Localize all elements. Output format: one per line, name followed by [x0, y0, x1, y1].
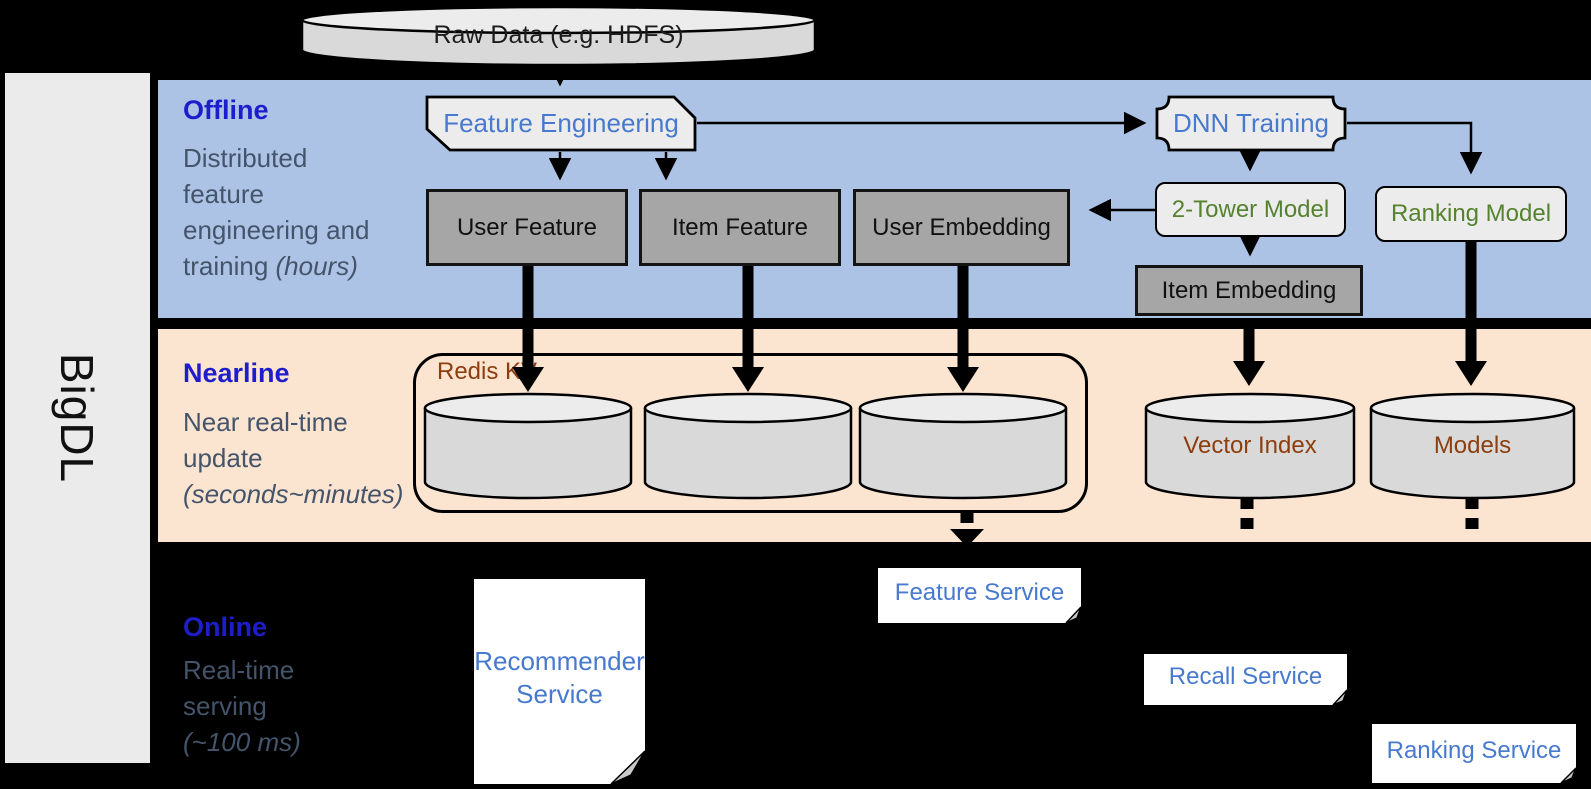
item-embedding-node: Item Embedding: [1135, 265, 1363, 316]
offline-desc-line1: Distributed: [183, 143, 308, 173]
arrow-dnn-to-ranking-model: [1347, 121, 1483, 175]
redis-cylinder-1: [423, 392, 633, 500]
online-desc-line3: (~100 ms): [183, 727, 301, 757]
nearline-desc-line3: (seconds~minutes): [183, 479, 404, 509]
feature-service-document: [878, 568, 1082, 624]
offline-lane-description: Distributed feature engineering and trai…: [183, 140, 370, 284]
online-desc-line2: serving: [183, 691, 267, 721]
pipe-arrowhead: [950, 529, 984, 547]
nearline-lane-label: Nearline: [183, 358, 290, 388]
offline-desc-line2: feature: [183, 179, 264, 209]
dnn-training-node: [1155, 95, 1347, 152]
ranking-model-node: Ranking Model: [1375, 186, 1567, 242]
pipe-arrowhead: [732, 367, 764, 392]
nearline-desc-line1: Near real-time: [183, 407, 348, 437]
redis-cylinder-2: [643, 392, 853, 500]
user-feature-node: User Feature: [426, 189, 628, 266]
user-embedding-node: User Embedding: [853, 189, 1070, 266]
pipe-arrowhead: [1455, 361, 1487, 386]
recall-service-document: [1144, 654, 1348, 706]
offline-desc-line4: training (hours): [183, 251, 358, 281]
offline-lane-label: Offline: [183, 95, 269, 125]
online-lane-description: Real-time serving (~100 ms): [183, 652, 301, 760]
models-cylinder: [1369, 392, 1576, 500]
ranking-service-document: [1372, 724, 1577, 784]
nearline-desc-line2: update: [183, 443, 263, 473]
two-tower-model-node: 2-Tower Model: [1155, 182, 1346, 237]
redis-cylinder-3: [858, 392, 1068, 500]
item-feature-node: Item Feature: [639, 189, 841, 266]
feature-engineering-node: [425, 95, 697, 152]
vector-index-cylinder: [1144, 392, 1356, 500]
recommender-service-document: [474, 579, 646, 785]
pipe-arrowhead: [947, 367, 979, 392]
offline-desc-line3: engineering and: [183, 215, 370, 245]
pipe-arrowhead: [512, 367, 544, 392]
pipe-arrowhead: [1233, 361, 1265, 386]
online-lane-label: Online: [183, 612, 268, 642]
bigdl-sidebar: BigDL: [5, 73, 150, 763]
raw-data-cylinder: [300, 5, 817, 67]
online-desc-line1: Real-time: [183, 655, 295, 685]
nearline-lane-description: Near real-time update (seconds~minutes): [183, 404, 403, 512]
